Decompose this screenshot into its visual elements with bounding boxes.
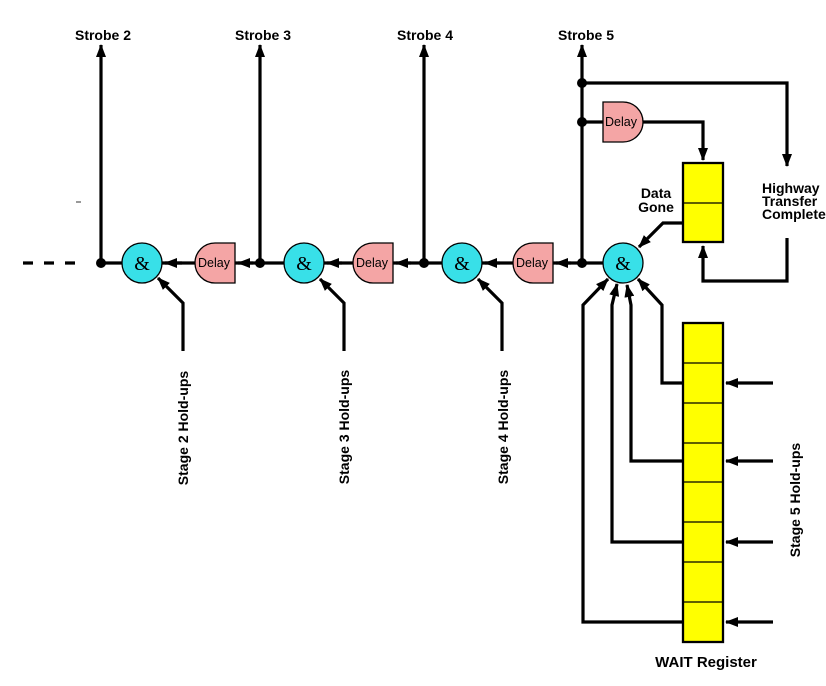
junction-dot-delay-branch	[577, 117, 587, 127]
wait-tap-line-1	[636, 277, 683, 385]
strobe-4-label: Strobe 4	[397, 27, 453, 43]
wait-register-label: WAIT Register	[655, 654, 757, 671]
junction-dot-strobe4	[419, 258, 429, 268]
labels: Strobe 2 Strobe 3 Strobe 4 Strobe 5 & & …	[75, 27, 826, 671]
delay-gate-2	[194, 242, 236, 284]
stage4-holdup-line	[476, 277, 504, 351]
data-gone-output-line	[637, 221, 683, 249]
gates	[121, 101, 644, 284]
wires	[23, 44, 792, 627]
delay-gate-strobe5-top	[602, 101, 644, 143]
wait-tap-line-2	[624, 284, 683, 463]
and-gate-stage3	[283, 242, 325, 284]
strobe-2-label: Strobe 2	[75, 27, 131, 43]
junction-dot-strobe3	[255, 258, 265, 268]
delay-gate-3-label: Delay	[356, 256, 389, 270]
wait-tap-line-3	[609, 283, 683, 544]
strobe-5-label: Strobe 5	[558, 27, 614, 43]
junction-dot-strobe5	[577, 258, 587, 268]
delay-gate-4	[512, 242, 554, 284]
stage3-holdup-line	[318, 277, 346, 351]
and-gate-stage4	[441, 242, 483, 284]
top-delay-output-line	[643, 120, 708, 161]
data-gone-label-line1: Data	[641, 185, 672, 201]
wait-tap-line-4	[581, 277, 683, 624]
stage3-holdups-label: Stage 3 Hold-ups	[336, 370, 352, 485]
delay-gate-3	[352, 242, 394, 284]
registers	[681, 161, 725, 644]
junction-dot-highway-branch	[577, 78, 587, 88]
delay-gate-4-label: Delay	[516, 256, 549, 270]
highway-feedback-line	[698, 238, 789, 283]
delay-gate-2-label: Delay	[198, 256, 231, 270]
junction-dot-strobe2	[96, 258, 106, 268]
highway-label-line3: Complete	[762, 206, 826, 222]
and-gate-2-symbol: &	[134, 253, 150, 275]
highway-transfer-top-line	[582, 81, 792, 167]
stray-mark	[76, 201, 81, 203]
stage2-holdups-label: Stage 2 Hold-ups	[175, 371, 191, 486]
stage4-holdups-label: Stage 4 Hold-ups	[495, 370, 511, 485]
and-gate-3-symbol: &	[296, 253, 312, 275]
and-gate-stage2	[121, 242, 163, 284]
and-gate-4-symbol: &	[454, 253, 470, 275]
strobe-3-label: Strobe 3	[235, 27, 291, 43]
highway-label-line2: Transfer	[762, 193, 818, 209]
highway-label-line1: Highway	[762, 180, 820, 196]
stage5-holdups-label: Stage 5 Hold-ups	[787, 443, 803, 558]
data-gone-label-line2: Gone	[638, 199, 674, 215]
junction-dots	[96, 78, 587, 268]
delay-gate-top-label: Delay	[605, 115, 638, 129]
stage2-holdup-line	[156, 276, 185, 351]
and-gate-5-symbol: &	[615, 253, 631, 275]
and-gate-stage5	[602, 242, 644, 284]
